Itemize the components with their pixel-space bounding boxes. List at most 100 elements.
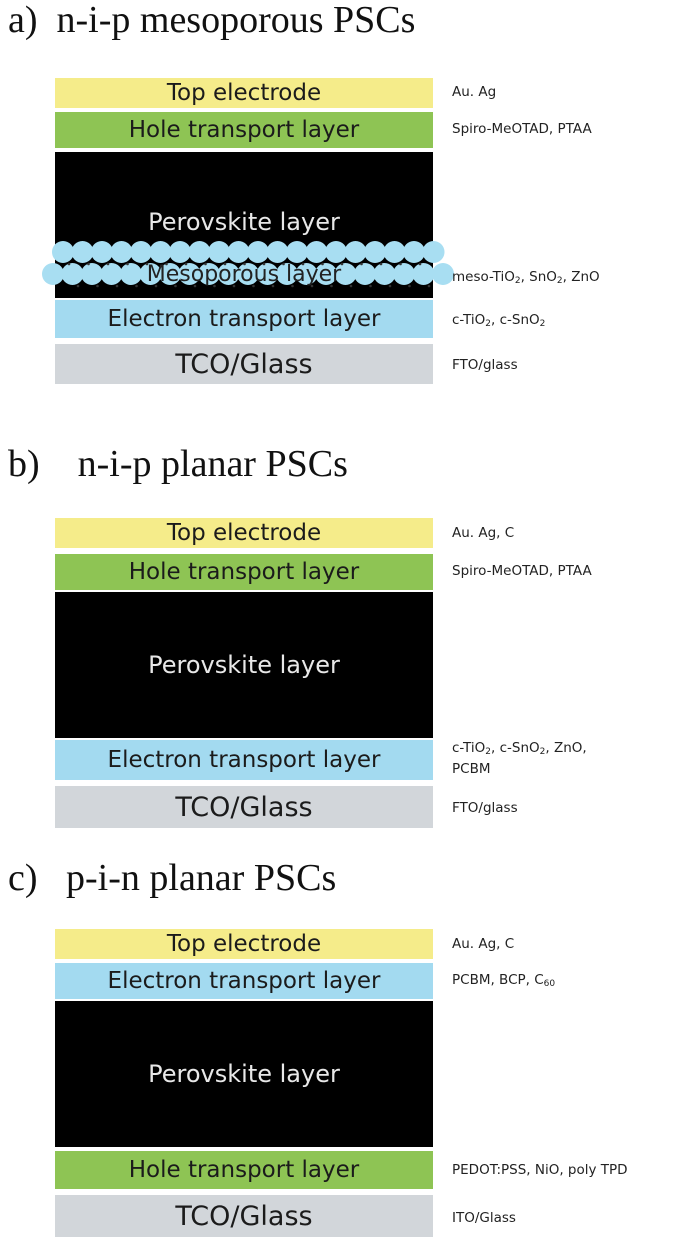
panel-a-perovskite-label: Perovskite layer bbox=[148, 208, 340, 236]
mesoporous-particle bbox=[344, 241, 367, 263]
mesoporous-particle bbox=[373, 263, 396, 285]
pore-dot bbox=[232, 284, 236, 288]
panel-b-note-top: Au. Ag, C bbox=[452, 525, 515, 541]
mesoporous-particle bbox=[412, 263, 435, 285]
mesoporous-particle bbox=[227, 241, 250, 263]
mesoporous-particle bbox=[364, 241, 386, 263]
mesoporous-particle bbox=[178, 263, 201, 285]
pore-dot bbox=[135, 284, 138, 288]
mesoporous-particle bbox=[422, 241, 445, 263]
mesoporous-particle bbox=[52, 241, 74, 263]
panel-c-perovskite-layer: Perovskite layer bbox=[55, 1001, 433, 1147]
mesoporous-particle bbox=[256, 263, 279, 285]
pore-dot bbox=[369, 284, 372, 288]
panel-a-top-electrode: Top electrode bbox=[55, 78, 433, 108]
mesoporous-particle bbox=[247, 241, 269, 263]
panel-a-mesoporous-layer: Mesoporous layer bbox=[42, 238, 454, 298]
panel-b-note-second: Spiro-MeOTAD, PTAA bbox=[452, 563, 592, 579]
mesoporous-particle bbox=[325, 241, 347, 263]
panel-b-tco-glass: TCO/Glass bbox=[55, 786, 433, 828]
mesoporous-particle bbox=[286, 241, 308, 263]
pore-dot bbox=[184, 262, 188, 266]
panel-a-note-meso: meso-TiO2, SnO2, ZnO bbox=[452, 269, 600, 286]
pore-dot bbox=[379, 262, 383, 266]
mesoporous-particle bbox=[276, 263, 298, 285]
pore-dot bbox=[96, 284, 99, 288]
panel-c-note-top: Au. Ag, C bbox=[452, 936, 515, 952]
panel-a-note-second: Spiro-MeOTAD, PTAA bbox=[452, 121, 592, 137]
mesoporous-particle bbox=[198, 263, 220, 285]
mesoporous-particle bbox=[42, 263, 64, 285]
panel-b-top-electrode: Top electrode bbox=[55, 518, 433, 548]
pore-dot bbox=[262, 262, 266, 266]
pore-dot bbox=[340, 262, 344, 266]
pore-dot bbox=[399, 262, 402, 266]
mesoporous-particle bbox=[110, 241, 133, 263]
pore-dot bbox=[174, 284, 177, 288]
mesoporous-particle bbox=[295, 263, 318, 285]
mesoporous-particle bbox=[91, 241, 113, 263]
pore-dot bbox=[223, 262, 227, 266]
panel-b-title: b) n-i-p planar PSCs bbox=[8, 443, 348, 485]
pore-dot bbox=[87, 262, 90, 266]
mesoporous-particle bbox=[393, 263, 415, 285]
pore-dot bbox=[115, 284, 119, 288]
mesoporous-particle bbox=[315, 263, 337, 285]
pore-dot bbox=[282, 262, 285, 266]
mesoporous-particle bbox=[188, 241, 211, 263]
mesoporous-particle bbox=[403, 241, 425, 263]
mesoporous-particle bbox=[130, 241, 152, 263]
pore-dot bbox=[76, 284, 80, 288]
pore-dot bbox=[106, 262, 110, 266]
mesoporous-particle bbox=[120, 263, 142, 285]
pore-dot bbox=[291, 284, 294, 288]
mesoporous-particle bbox=[208, 241, 230, 263]
panel-c-note-fourth: PEDOT:PSS, NiO, poly TPD bbox=[452, 1162, 628, 1178]
mesoporous-particle bbox=[71, 241, 94, 263]
mesoporous-particle bbox=[100, 263, 123, 285]
pore-dot bbox=[310, 284, 314, 288]
mesoporous-particle bbox=[81, 263, 103, 285]
panel-c-tco-glass: TCO/Glass bbox=[55, 1195, 433, 1237]
mesoporous-particle bbox=[149, 241, 172, 263]
panel-c-top-electrode: Top electrode bbox=[55, 929, 433, 959]
pore-dot bbox=[418, 262, 422, 266]
panel-c-hole-transport-layer: Hole transport layer bbox=[55, 1151, 433, 1189]
panel-a-tco-glass: TCO/Glass bbox=[55, 344, 433, 384]
panel-c-note-second: PCBM, BCP, C60 bbox=[452, 972, 556, 989]
panel-a-mesoporous-label: Mesoporous layer bbox=[146, 262, 342, 287]
panel-a-note-tco: FTO/glass bbox=[452, 357, 518, 373]
panel-c-electron-transport-layer: Electron transport layer bbox=[55, 963, 433, 999]
pore-dot bbox=[126, 262, 129, 266]
pore-dot bbox=[321, 262, 324, 266]
pore-dot bbox=[330, 284, 333, 288]
mesoporous-particle bbox=[383, 241, 406, 263]
panel-a-electron-transport-layer: Electron transport layer bbox=[55, 300, 433, 338]
pore-dot bbox=[301, 262, 305, 266]
panel-c-title: c) p-i-n planar PSCs bbox=[8, 857, 337, 899]
pore-dot bbox=[388, 284, 392, 288]
pore-dot bbox=[67, 262, 71, 266]
mesoporous-particle bbox=[237, 263, 259, 285]
pore-dot bbox=[165, 262, 168, 266]
panel-a-note-fourth: c-TiO2, c-SnO2 bbox=[452, 312, 546, 329]
pore-dot bbox=[408, 284, 411, 288]
panel-b-perovskite-layer: Perovskite layer bbox=[55, 592, 433, 738]
pore-dot bbox=[213, 284, 216, 288]
pore-dot bbox=[427, 284, 431, 288]
panel-b-hole-transport-layer: Hole transport layer bbox=[55, 554, 433, 590]
panel-a-hole-transport-layer: Hole transport layer bbox=[55, 112, 433, 148]
mesoporous-particle bbox=[61, 263, 84, 285]
panel-c-note-tco: ITO/Glass bbox=[452, 1210, 516, 1226]
panel-b-note-tco: FTO/glass bbox=[452, 800, 518, 816]
mesoporous-particle bbox=[169, 241, 191, 263]
mesoporous-particle bbox=[354, 263, 376, 285]
pore-dot bbox=[145, 262, 149, 266]
pore-dot bbox=[193, 284, 197, 288]
pore-dot bbox=[271, 284, 275, 288]
mesoporous-particle bbox=[159, 263, 181, 285]
pore-dot bbox=[252, 284, 255, 288]
pore-dot bbox=[154, 284, 158, 288]
panel-b-note-fourth: c-TiO2, c-SnO2, ZnO, PCBM bbox=[452, 740, 587, 777]
mesoporous-particle bbox=[305, 241, 328, 263]
